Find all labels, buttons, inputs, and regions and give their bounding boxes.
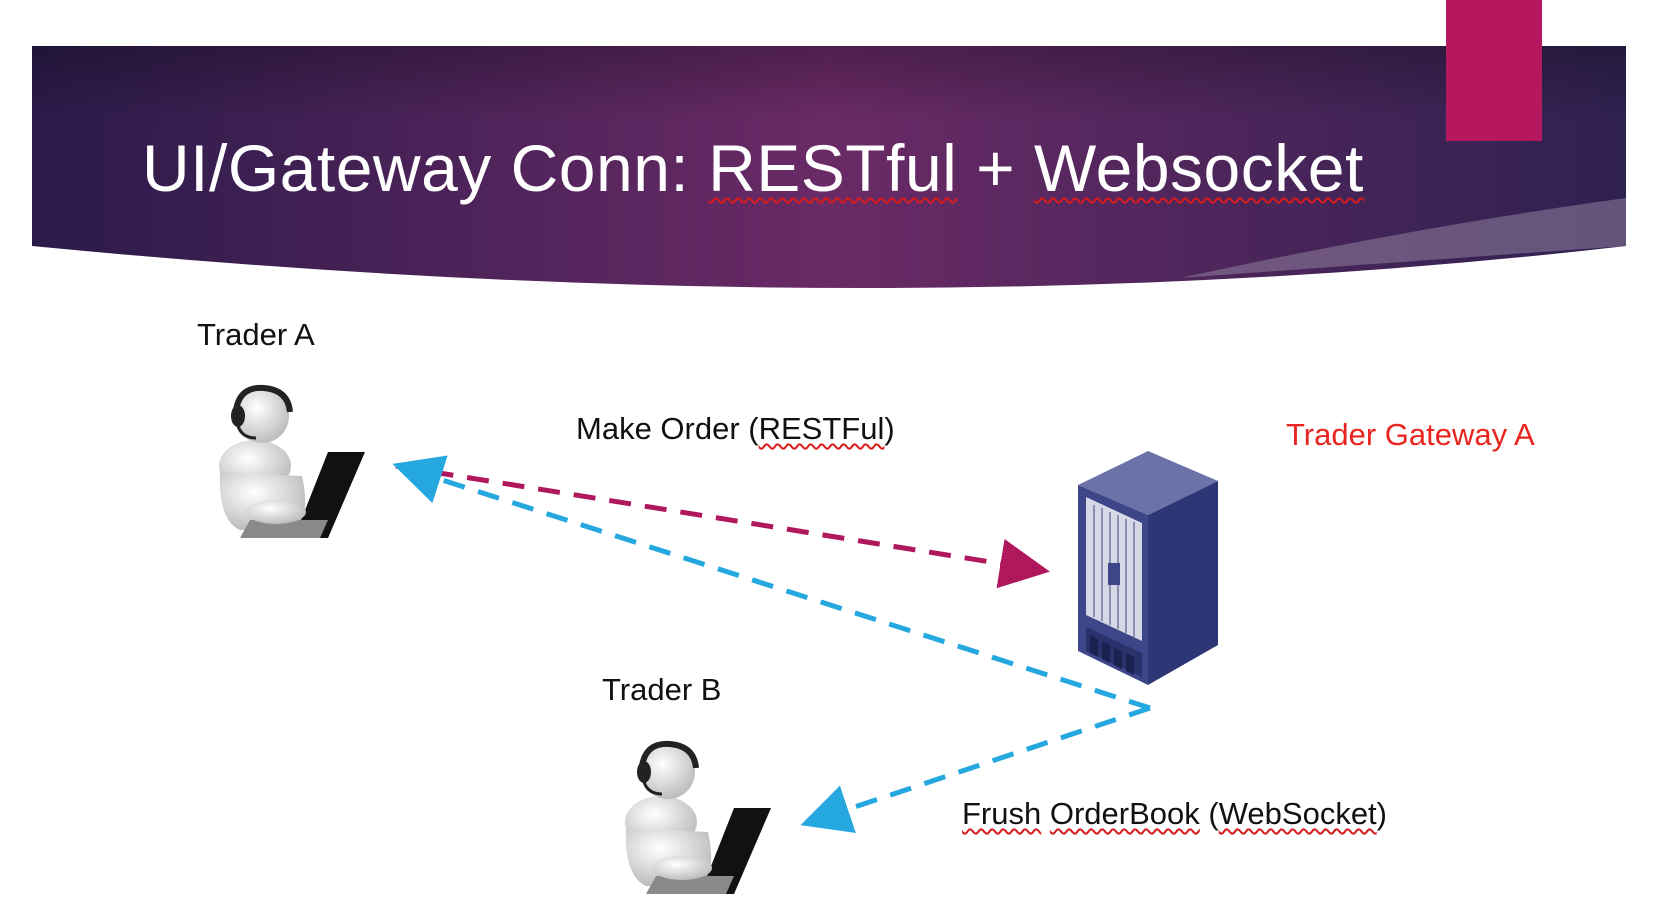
slide-title: UI/Gateway Conn: RESTful + Websocket [142,130,1364,206]
make-order-term: RESTFul [758,411,885,446]
restful-arrow [395,463,1050,589]
flush-orderbook-label: Frush OrderBook (WebSocket) [962,796,1387,832]
flush-term-frush: Frush [962,796,1042,831]
websocket-arrow-to-trader-a [392,455,1151,711]
make-order-label: Make Order (RESTFul) [576,411,895,447]
trader-a-label: Trader A [197,317,315,352]
title-prefix: UI/Gateway Conn: [142,131,709,205]
flush-term-websocket: WebSocket [1218,796,1377,831]
accent-tab [1446,0,1542,141]
flush-paren-close: ) [1376,796,1387,831]
server-rack-icon [1078,451,1218,685]
title-term-websocket: Websocket [1034,131,1364,205]
trader-b-icon [625,740,771,894]
title-term-restful: RESTful [708,131,958,205]
trader-a-icon [219,384,365,538]
websocket-arrow-to-trader-b [800,705,1151,833]
make-order-suffix: ) [884,411,895,446]
trader-b-label: Trader B [602,672,722,707]
flush-term-orderbook: OrderBook [1049,796,1200,831]
make-order-prefix: Make Order ( [576,411,759,446]
gateway-label: Trader Gateway A [1286,417,1535,452]
title-plus: + [957,131,1035,205]
flush-paren-open: ( [1199,796,1219,831]
